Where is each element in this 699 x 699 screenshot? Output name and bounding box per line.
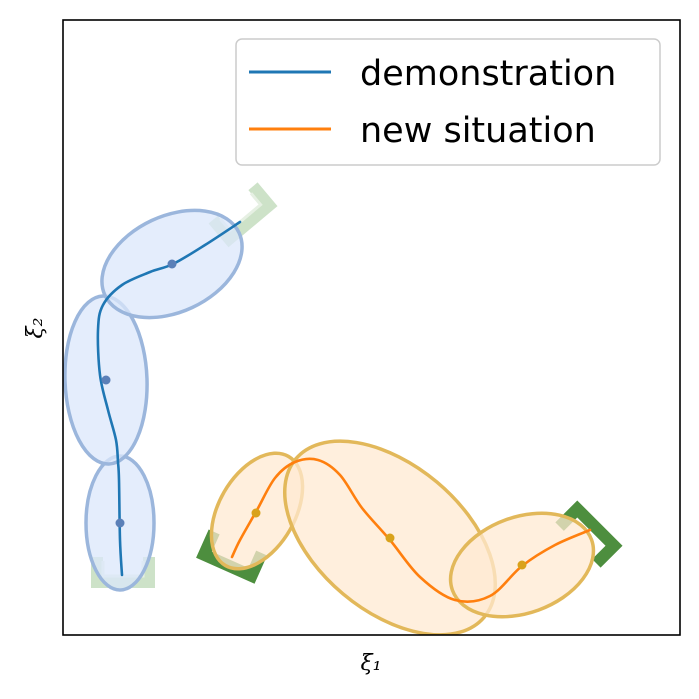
x-axis-label: ξ₁ — [361, 651, 382, 676]
legend-label-demonstration: demonstration — [360, 54, 616, 94]
legend-label-new-situation: new situation — [360, 111, 596, 151]
new-situation-gaussian-center-2 — [385, 533, 395, 543]
legend-box — [235, 38, 661, 166]
new-situation-trajectory-line — [230, 457, 592, 603]
demonstration-gaussian-center-2 — [101, 375, 111, 385]
demonstration-gaussian-center-3 — [167, 259, 177, 269]
plot-frame — [62, 19, 681, 636]
demonstration-gaussian-center-1 — [115, 518, 125, 528]
y-axis-label: ξ₂ — [23, 318, 48, 339]
plot-area — [63, 182, 623, 635]
new-situation-gaussian-center-1 — [251, 508, 261, 518]
legend: demonstration new situation — [235, 38, 661, 166]
new-situation-gaussian-center-3 — [517, 560, 527, 570]
